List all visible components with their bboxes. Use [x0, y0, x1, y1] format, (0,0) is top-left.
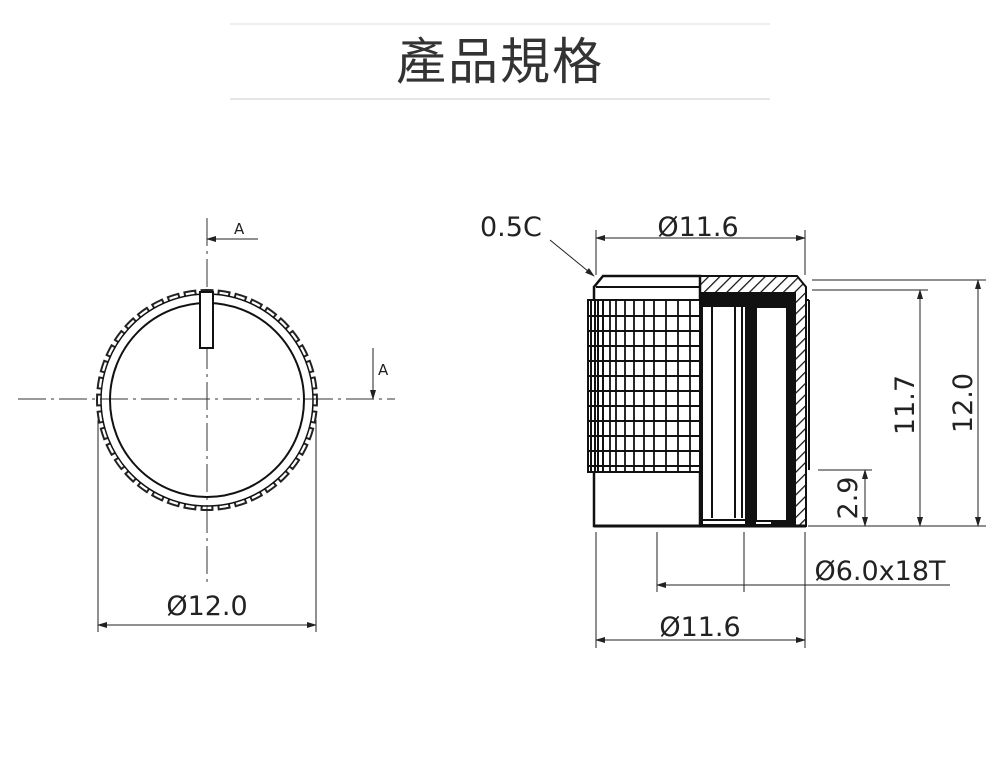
knurl-tooth	[183, 289, 197, 297]
knurl-tooth	[200, 505, 214, 512]
knurl-tooth	[217, 503, 231, 511]
knurl-tooth	[96, 410, 104, 424]
knurl-tooth	[96, 376, 104, 390]
knurl-teeth	[96, 288, 319, 512]
knurl-tooth	[113, 457, 126, 471]
front-diameter-label: Ø12.0	[166, 591, 247, 622]
side-view: Ø11.6 0.5C 11.7 12.0 2.9 Ø6.0x18T Ø11.6	[480, 212, 986, 648]
knurl-tooth	[183, 503, 197, 511]
knurl-tooth	[200, 288, 214, 295]
page-title: 產品規格	[396, 33, 604, 91]
knurl-tooth	[277, 317, 290, 330]
knurl-tooth	[217, 289, 231, 297]
knurl-tooth	[305, 426, 315, 441]
bottom-diameter-label: Ø11.6	[659, 612, 740, 643]
top-diameter-label: Ø11.6	[657, 212, 738, 243]
knurl-tooth	[310, 410, 318, 424]
knurl-tooth	[150, 491, 165, 502]
knurl-tooth	[96, 393, 102, 407]
knurl-tooth	[136, 306, 150, 319]
height-total-label: 12.0	[948, 373, 979, 433]
chamfer-label: 0.5C	[480, 212, 542, 243]
section-label-side: A	[378, 361, 389, 379]
knurl-tooth	[99, 359, 109, 374]
knurl-tooth	[166, 292, 181, 302]
knurl-tooth	[150, 298, 165, 309]
knurl-tooth	[136, 481, 150, 494]
height-inner-label: 11.7	[890, 375, 921, 435]
knurl-tooth	[105, 343, 116, 358]
indicator-slot	[199, 291, 214, 349]
chamfer-leader	[549, 239, 595, 277]
knurl-tooth	[99, 426, 109, 441]
knurl-tooth	[264, 481, 278, 494]
knurl-tooth	[249, 491, 264, 502]
knurl-tooth	[124, 317, 137, 330]
knurl-tooth	[305, 359, 315, 374]
section-label-top: A	[234, 220, 245, 238]
knurl-tooth	[166, 498, 181, 508]
knurl-tooth	[124, 470, 137, 483]
knurl-tooth	[105, 442, 116, 457]
knurl-tooth	[233, 498, 248, 508]
knurl-tooth	[233, 292, 248, 302]
knurl-grid	[587, 299, 701, 473]
knurl-tooth	[288, 329, 301, 343]
knurl-tooth	[298, 442, 309, 457]
skirt-height-label: 2.9	[833, 477, 864, 520]
knurl-tooth	[310, 376, 318, 390]
front-view: A A Ø12.0	[18, 218, 395, 632]
knurl-tooth	[264, 306, 278, 319]
knurl-tooth	[113, 329, 126, 343]
knurl-tooth	[288, 457, 301, 471]
knurl-tooth	[277, 470, 290, 483]
knurl-tooth	[298, 343, 309, 358]
bore-inner	[755, 306, 788, 522]
knurl-tooth	[312, 393, 319, 407]
bore-label: Ø6.0x18T	[814, 556, 946, 587]
knurl-tooth	[249, 298, 264, 309]
